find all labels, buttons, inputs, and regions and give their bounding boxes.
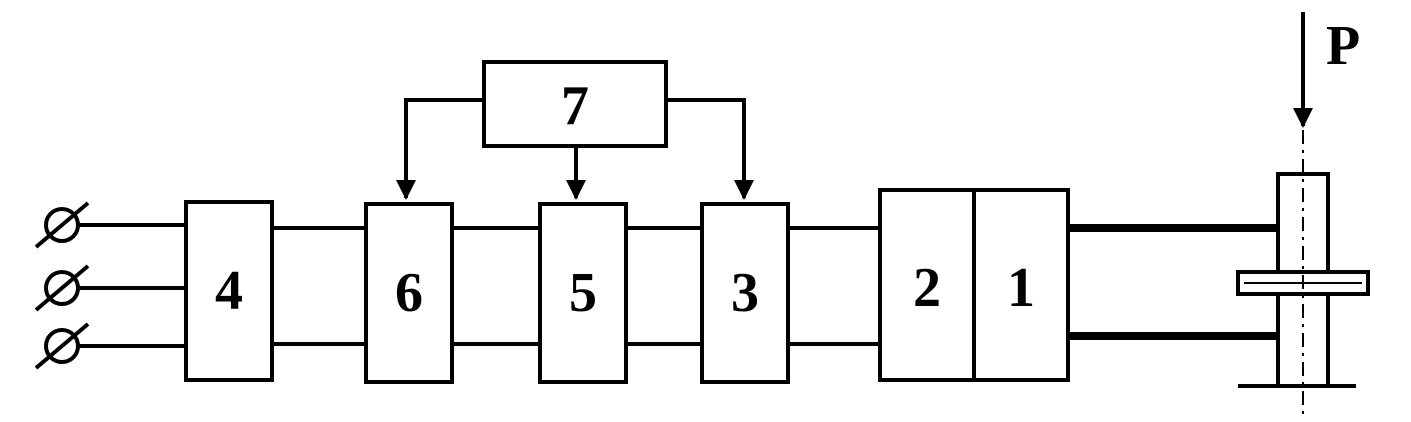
block-label: 5 xyxy=(569,262,597,324)
block-3: 3 xyxy=(700,202,790,384)
block-label: 6 xyxy=(395,262,423,324)
force-label: P xyxy=(1326,15,1360,77)
block-5: 5 xyxy=(538,202,628,384)
load-specimen xyxy=(1236,130,1370,418)
block-label: 7 xyxy=(561,75,589,137)
block-1: 1 xyxy=(972,188,1070,382)
arrow-down-icon xyxy=(666,98,754,200)
block-7: 7 xyxy=(482,60,668,148)
block-2: 2 xyxy=(878,188,976,382)
force-arrow: P xyxy=(1293,12,1360,128)
connection-wires xyxy=(272,224,1278,346)
block-6: 6 xyxy=(364,202,454,384)
block-4: 4 xyxy=(184,200,274,382)
input-terminals xyxy=(34,201,186,370)
block-label: 2 xyxy=(913,257,941,319)
block-label: 1 xyxy=(1007,257,1035,319)
block-label: 3 xyxy=(731,262,759,324)
arrow-down-icon xyxy=(396,98,484,200)
block-label: 4 xyxy=(215,260,243,322)
control-arrows xyxy=(396,98,754,200)
